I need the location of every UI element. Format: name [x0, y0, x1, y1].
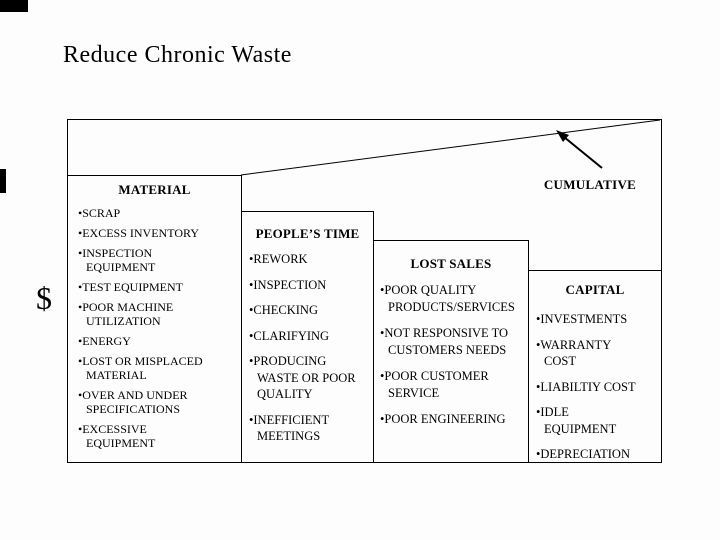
list-item: LOST OR MISPLACED MATERIAL: [78, 354, 237, 382]
list-item: POOR QUALITY PRODUCTS/SERVICES: [380, 282, 526, 315]
list-item: EXCESS INVENTORY: [78, 226, 237, 240]
column-lost-sales: LOST SALES POOR QUALITY PRODUCTS/SERVICE…: [373, 240, 529, 463]
column-peoples-time-items: REWORK INSPECTION CHECKING CLARIFYING PRODUC…: [242, 251, 373, 445]
list-item: REWORK: [249, 251, 369, 268]
list-item: INVESTMENTS: [536, 311, 659, 328]
list-item: TEST EQUIPMENT: [78, 280, 237, 294]
column-peoples-time: PEOPLE’S TIME REWORK INSPECTION CHECKING CL…: [241, 211, 374, 463]
column-capital-header: CAPITAL: [565, 282, 625, 297]
list-item: ENERGY: [78, 334, 237, 348]
list-item: OVER AND UNDER SPECIFICATIONS: [78, 388, 237, 416]
column-material-items: SCRAP EXCESS INVENTORY INSPECTION EQUIPMEN…: [68, 206, 241, 450]
list-item: POOR ENGINEERING: [380, 411, 526, 428]
list-item: INSPECTION: [249, 277, 369, 294]
scan-artifact-left-edge: [0, 169, 6, 193]
column-lost-sales-header: LOST SALES: [410, 256, 492, 271]
list-item: INEFFICIENT MEETINGS: [249, 412, 369, 445]
list-item: LIABILTIY COST: [536, 379, 659, 396]
column-lost-sales-items: POOR QUALITY PRODUCTS/SERVICES NOT RESPON…: [374, 282, 528, 428]
column-capital-items: INVESTMENTS WARRANTY COST LIABILTIY COST ID…: [529, 311, 661, 463]
cumulative-label: CUMULATIVE: [543, 177, 637, 192]
list-item: IDLE EQUIPMENT: [536, 404, 659, 437]
list-item: WARRANTY COST: [536, 337, 659, 370]
list-item: CHECKING: [249, 302, 369, 319]
list-item: NOT RESPONSIVE TO CUSTOMERS NEEDS: [380, 325, 526, 358]
scan-artifact-top-left: [0, 0, 28, 12]
list-item: CLARIFYING: [249, 328, 369, 345]
list-item: DEPRECIATION: [536, 446, 659, 463]
list-item: INSPECTION EQUIPMENT: [78, 246, 237, 274]
column-peoples-time-header: PEOPLE’S TIME: [255, 226, 360, 241]
slide-title: Reduce Chronic Waste: [63, 42, 292, 68]
list-item: PRODUCING WASTE OR POOR QUALITY: [249, 353, 369, 403]
list-item: POOR CUSTOMER SERVICE: [380, 368, 526, 401]
list-item: SCRAP: [78, 206, 237, 220]
list-item: EXCESSIVE EQUIPMENT: [78, 422, 237, 450]
column-material: MATERIAL SCRAP EXCESS INVENTORY INSPECTION…: [67, 175, 242, 463]
column-capital: CAPITAL INVESTMENTS WARRANTY COST LIABILTI…: [528, 270, 662, 463]
list-item: POOR MACHINE UTILIZATION: [78, 300, 237, 328]
dollar-axis-label: $: [36, 280, 52, 316]
column-material-header: MATERIAL: [118, 182, 191, 197]
